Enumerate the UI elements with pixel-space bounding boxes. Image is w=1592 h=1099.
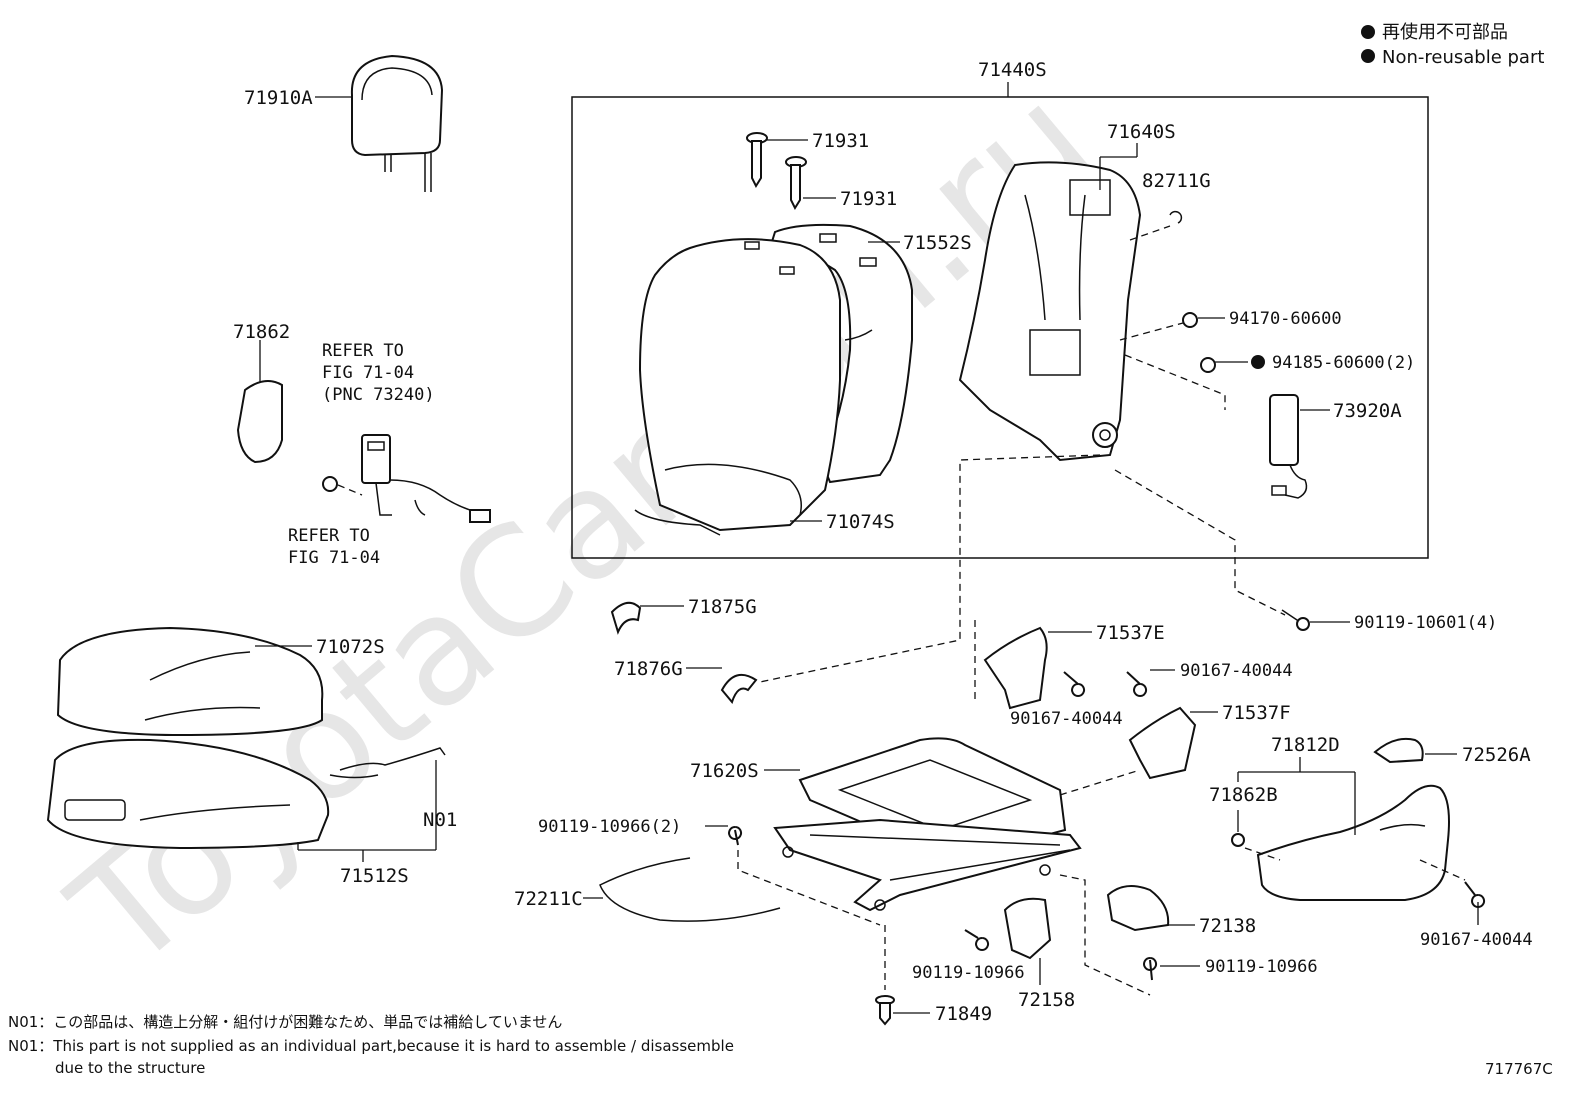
hinge-cover-outer-icon (720, 673, 758, 705)
label-71537F: 71537F (1222, 702, 1291, 724)
non-reusable-dot-icon (1361, 49, 1375, 63)
non-reusable-dot-icon (1251, 355, 1265, 369)
hook-icon (1169, 210, 1183, 224)
label-71640S: 71640S (1107, 121, 1176, 143)
seat-track-cover-icon (1128, 706, 1197, 780)
bolt-icon (964, 929, 990, 951)
outer-shield-icon (1106, 885, 1170, 932)
clip-icon (746, 132, 768, 189)
seat-cushion-cover-icon (56, 626, 324, 737)
label-71512S: 71512S (340, 865, 409, 887)
label-72158: 72158 (1018, 989, 1075, 1011)
bolt-icon (1464, 881, 1486, 908)
seatback-cover-icon (634, 238, 841, 536)
wire-harness-icon (339, 747, 446, 771)
refer-lower-line-2: FIG 71-04 (288, 548, 380, 568)
refer-lower-line-1: REFER TO (288, 526, 370, 546)
bolt-icon (1143, 957, 1158, 981)
figure-id: 717767C (1485, 1060, 1553, 1078)
label-71440S: 71440S (978, 59, 1047, 81)
label-71074S: 71074S (826, 511, 895, 533)
label-71849: 71849 (935, 1003, 992, 1025)
bolt-icon (1281, 609, 1310, 631)
label-71875G: 71875G (688, 596, 757, 618)
note-en-continued: due to the structure (55, 1059, 205, 1077)
side-airbag-icon (1269, 394, 1308, 499)
clip-icon (875, 995, 895, 1026)
bolt-icon (728, 826, 743, 846)
label-71931-top: 71931 (812, 130, 869, 152)
knob-icon (1373, 737, 1424, 764)
label-90119-10966-2: 90119-10966(2) (538, 817, 681, 837)
side-shield-icon (1256, 784, 1450, 901)
seat-cushion-pad-icon (46, 738, 330, 850)
seat-cushion-frame-icon (773, 737, 1082, 912)
seatback-pad-icon (768, 223, 913, 484)
label-90119-10601: 90119-10601(4) (1354, 613, 1497, 633)
legend-jp: 再使用不可部品 (1382, 22, 1508, 43)
label-71862B: 71862B (1209, 784, 1278, 806)
label-72526A: 72526A (1462, 744, 1531, 766)
inner-shield-icon (1003, 897, 1052, 960)
label-73920A: 73920A (1333, 400, 1402, 422)
label-71537E: 71537E (1096, 622, 1165, 644)
seatback-assembly-box (571, 96, 1429, 559)
label-71910A: 71910A (244, 87, 313, 109)
bolt-icon (1063, 671, 1086, 697)
legend-en: Non-reusable part (1382, 47, 1544, 68)
belt-guide-cover-icon (236, 380, 283, 464)
label-90167-40044-bottom: 90167-40044 (1420, 930, 1533, 950)
seat-track-cover-icon (983, 626, 1048, 710)
cushion-wire-icon (599, 857, 781, 922)
label-71552S: 71552S (903, 232, 972, 254)
bolt-icon (1126, 671, 1148, 697)
label-71931-bottom: 71931 (840, 188, 897, 210)
label-N01: N01 (423, 809, 457, 831)
label-72211C: 72211C (514, 888, 583, 910)
label-71620S: 71620S (690, 760, 759, 782)
seatback-frame-icon (958, 161, 1142, 462)
note-jp: N01：この部品は、構造上分解・組付けが困難なため、単品では補給していません (8, 1013, 562, 1031)
label-90119-10966-left: 90119-10966 (912, 963, 1025, 983)
label-90167-40044-right: 90167-40044 (1180, 661, 1293, 681)
label-71862: 71862 (233, 321, 290, 343)
clip-icon (1231, 833, 1245, 847)
label-82711G: 82711G (1142, 170, 1211, 192)
label-90119-10966-right: 90119-10966 (1205, 957, 1318, 977)
refer-upper-line-1: REFER TO (322, 341, 404, 361)
label-94185-60600: 94185-60600(2) (1272, 353, 1415, 373)
clip-icon (785, 156, 807, 211)
nut-icon (322, 476, 338, 492)
label-71072S: 71072S (316, 636, 385, 658)
label-94170-60600: 94170-60600 (1229, 309, 1342, 329)
headrest-icon (350, 54, 444, 192)
note-en: N01：This part is not supplied as an indi… (8, 1037, 734, 1055)
refer-upper-line-3: (PNC 73240) (322, 385, 435, 405)
nut-icon (1182, 312, 1198, 328)
nut-icon (1200, 357, 1216, 373)
refer-upper-line-2: FIG 71-04 (322, 363, 414, 383)
hinge-cover-inner-icon (610, 601, 642, 635)
label-90167-40044-left: 90167-40044 (1010, 709, 1123, 729)
label-72138: 72138 (1199, 915, 1256, 937)
label-71876G: 71876G (614, 658, 683, 680)
non-reusable-dot-icon (1361, 25, 1375, 39)
label-71812D: 71812D (1271, 734, 1340, 756)
seat-belt-buckle-icon (361, 434, 491, 523)
